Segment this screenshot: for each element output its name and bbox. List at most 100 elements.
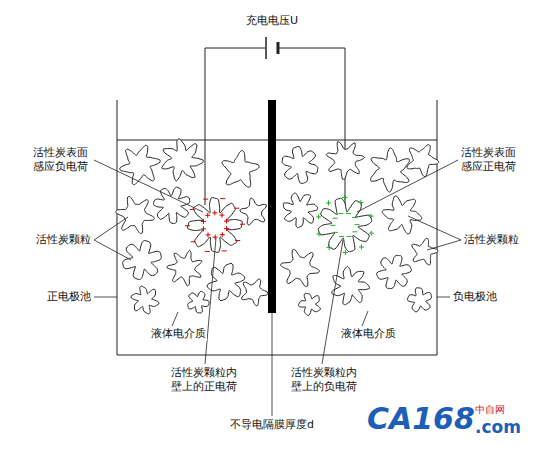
callout-label: 活性炭颗粒 <box>463 233 520 247</box>
carbon-particle <box>282 147 318 184</box>
leader-line <box>205 238 216 364</box>
carbon-particle <box>120 145 160 184</box>
callout-label: 正电极池 <box>46 290 92 304</box>
negative-charge <box>190 209 195 210</box>
callout-label: 活性炭颗粒内壁上的正电荷 <box>170 366 242 395</box>
leader-line <box>172 312 178 326</box>
leader-line <box>357 160 458 212</box>
negative-charge <box>240 224 245 225</box>
positive-charge <box>326 200 331 205</box>
carbon-particle <box>188 291 210 313</box>
callout-label: 活性炭颗粒 <box>35 233 92 247</box>
leader-lines <box>94 160 461 416</box>
carbon-particle <box>167 250 202 286</box>
carbon-particle <box>162 139 203 181</box>
callout-label: 负电极池 <box>452 290 498 304</box>
positive-charge <box>201 226 206 231</box>
negative-charge <box>234 208 239 209</box>
carbon-particle <box>407 288 431 312</box>
carbon-particle <box>207 263 245 300</box>
negative-charge <box>333 218 338 219</box>
callout-label: 液体电介质 <box>150 327 207 341</box>
negative-charge <box>191 241 196 242</box>
positive-charge <box>224 226 229 231</box>
negative-charge <box>222 250 227 251</box>
positive-charge <box>369 231 374 236</box>
leader-line <box>94 160 203 212</box>
leader-line <box>94 217 128 240</box>
container <box>117 100 437 355</box>
leader-line <box>362 311 368 326</box>
carbon-particle <box>116 197 155 234</box>
carbon-particle <box>240 198 266 225</box>
negative-charge <box>338 213 343 214</box>
negative-charge <box>347 236 352 237</box>
carbon-particle <box>188 198 243 253</box>
carbon-particle <box>371 148 410 192</box>
negative-charge <box>355 224 360 225</box>
leader-line <box>322 240 343 364</box>
separator-membrane <box>268 100 276 313</box>
liquid-surface <box>117 140 437 141</box>
battery-plate <box>277 42 280 54</box>
watermark: .com <box>474 418 522 437</box>
positive-charge <box>219 213 224 218</box>
negative-charge <box>185 225 190 226</box>
leader-line <box>437 297 450 298</box>
positive-charge <box>224 219 229 224</box>
carbon-particle <box>412 238 438 265</box>
negative-charge <box>235 240 240 241</box>
leader-line <box>272 313 273 416</box>
carbon-particle <box>377 255 412 288</box>
negative-charge <box>205 251 210 252</box>
positive-charge <box>212 210 217 215</box>
carbon-particle <box>281 250 320 287</box>
carbon-particle <box>153 187 189 223</box>
negative-charge <box>339 236 344 237</box>
leader-line <box>94 297 117 298</box>
positive-charge <box>213 235 218 240</box>
negative-charge <box>333 232 338 233</box>
carbon-particle <box>222 150 259 187</box>
negative-charge <box>346 213 351 214</box>
positive-charge <box>343 250 348 255</box>
leader-line <box>427 240 461 250</box>
carbon-particle <box>407 145 439 177</box>
watermark: 中自网 <box>474 404 506 415</box>
callout-label: 活性炭表面感应正电荷 <box>460 146 520 175</box>
carbon-particle <box>283 193 317 228</box>
positive-charge <box>359 245 364 250</box>
positive-charge <box>201 219 206 224</box>
carbon-particles <box>116 139 439 316</box>
positive-charge <box>220 232 225 237</box>
carbon-particle <box>326 142 364 180</box>
negative-charge <box>352 231 357 232</box>
charge-marks <box>185 195 374 255</box>
callout-label: 活性炭颗粒内壁上的负电荷 <box>290 366 362 395</box>
carbon-particle <box>131 286 159 314</box>
tank-outline <box>117 100 437 355</box>
positive-charge <box>205 213 210 218</box>
positive-charge <box>316 214 321 219</box>
negative-charge <box>220 198 225 199</box>
positive-charge <box>327 245 332 250</box>
carbon-particle <box>318 198 371 251</box>
wire <box>205 48 265 205</box>
negative-charge <box>352 217 357 218</box>
wire <box>279 48 345 208</box>
leader-line <box>408 216 461 240</box>
carbon-particle <box>242 279 268 306</box>
callout-label: 液体电介质 <box>340 327 397 341</box>
carbon-particle <box>298 293 320 315</box>
positive-charge <box>316 231 321 236</box>
callout-label: 充电电压U <box>245 14 299 28</box>
callout-label: 活性炭表面感应负电荷 <box>32 146 92 175</box>
positive-charge <box>206 232 211 237</box>
negative-charge <box>330 225 335 226</box>
negative-charge <box>203 199 208 200</box>
positive-charge <box>369 214 374 219</box>
battery-plate <box>265 37 267 59</box>
charging-circuit <box>205 37 345 208</box>
